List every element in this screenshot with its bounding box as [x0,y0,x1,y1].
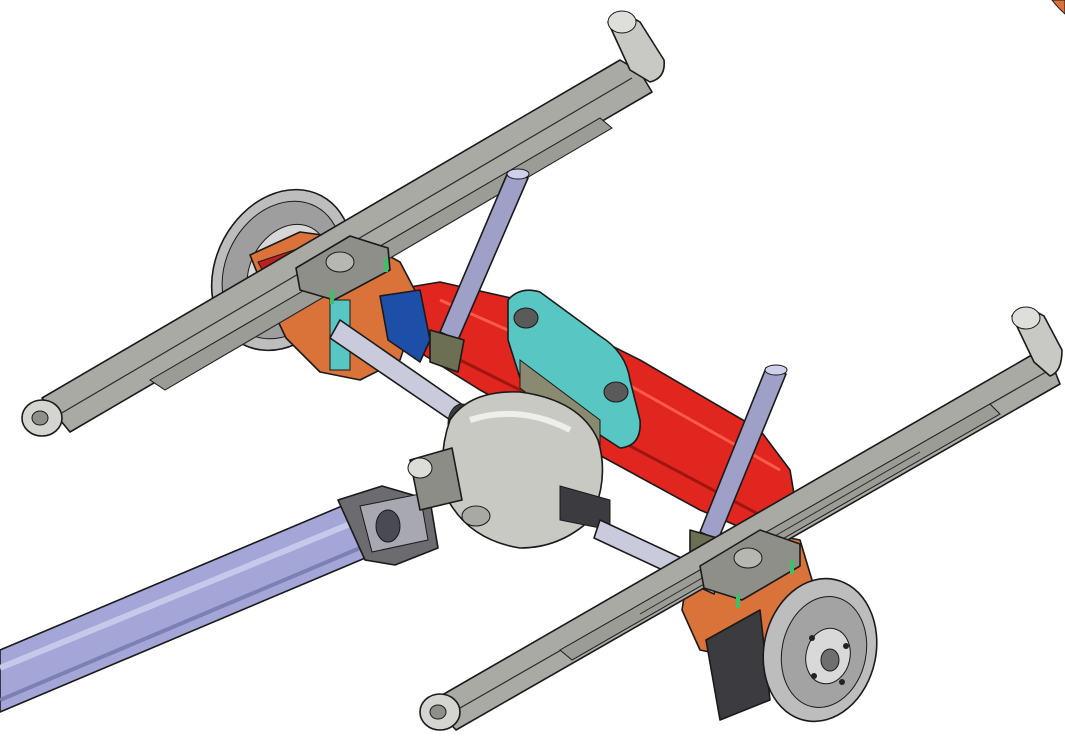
offscreen-part-fragment [1051,0,1065,15]
propeller-shaft [0,485,439,713]
shock-absorber-left [429,168,530,373]
brake-disc-right [705,577,878,723]
u-bolt-clamp-right [699,529,801,608]
u-bolt-clamp-left [295,235,391,304]
center-link-bracket-blue [379,289,431,363]
differential [407,391,611,549]
